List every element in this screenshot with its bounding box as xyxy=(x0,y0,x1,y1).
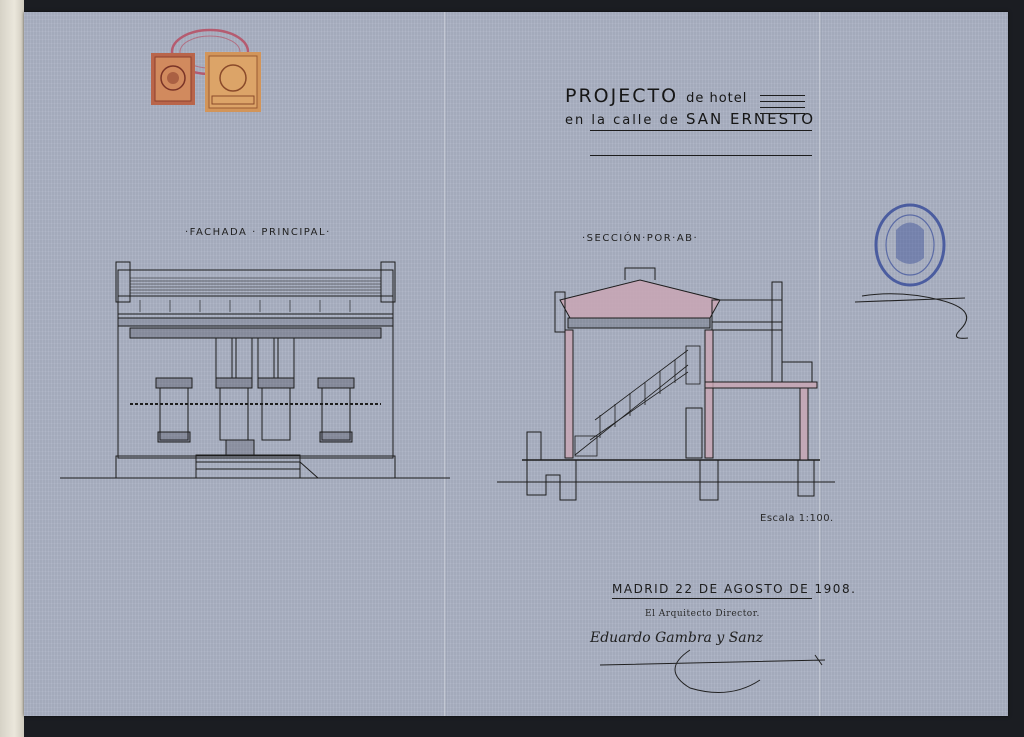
section-drawing xyxy=(497,267,835,501)
title-rule xyxy=(760,101,805,102)
scale-label: Escala 1:100. xyxy=(760,513,834,524)
signature-flourish xyxy=(599,649,826,693)
facade-elevation xyxy=(60,261,450,479)
title-de: de xyxy=(659,113,680,128)
flourish xyxy=(854,293,969,339)
title-rule xyxy=(760,113,805,114)
drawing-sheet xyxy=(24,12,1008,716)
date-line: MADRID 22 DE AGOSTO DE 1908. xyxy=(612,582,857,596)
blue-seal-icon xyxy=(874,203,946,287)
facade-caption: ·FACHADA · PRINCIPAL· xyxy=(185,227,331,238)
date-underline xyxy=(612,598,812,599)
fold-line xyxy=(819,12,822,716)
title-rule xyxy=(760,107,805,108)
title-rule xyxy=(760,95,805,96)
title-rule xyxy=(590,130,812,131)
section-caption: ·SECCIÓN·POR·AB· xyxy=(582,233,699,244)
architect-title: El Arquitecto Director. xyxy=(645,609,760,619)
revenue-stamp-icon xyxy=(205,52,261,112)
title-street-name: SAN ERNESTO xyxy=(685,110,816,128)
title-en-la-calle: en la calle xyxy=(565,113,654,128)
fold-line xyxy=(444,12,447,716)
adjacent-page-edge xyxy=(0,0,24,737)
title-projecto: PROJECTO xyxy=(565,85,679,107)
staircase xyxy=(574,345,701,457)
revenue-stamp-icon xyxy=(151,53,195,105)
title-rule xyxy=(590,155,812,156)
title-block: PROJECTO de hotel en la calle de SAN ERN… xyxy=(565,85,825,130)
architect-signature: Eduardo Gambra y Sanz xyxy=(590,630,764,646)
title-de-hotel: de hotel xyxy=(686,91,748,106)
